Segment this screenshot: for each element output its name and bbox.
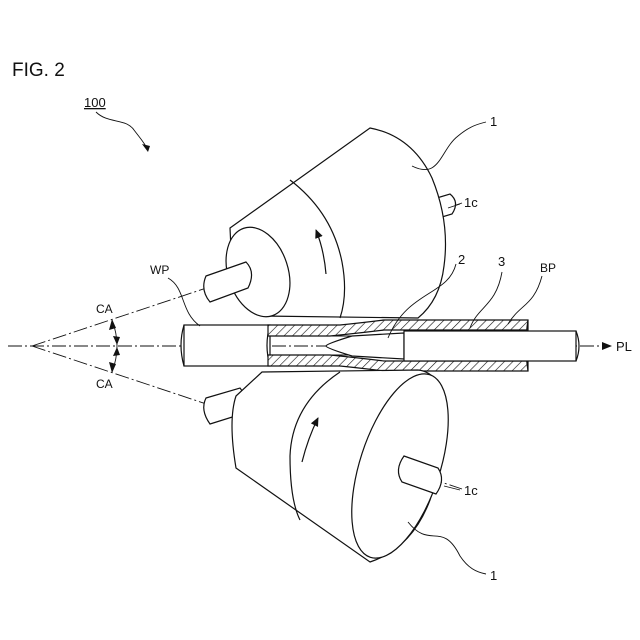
leader-wp — [168, 278, 200, 326]
leader-100 — [96, 112, 148, 150]
label-roll-bottom: 1 — [490, 568, 497, 583]
leader-bp — [508, 276, 542, 324]
label-pipe: 3 — [498, 254, 505, 269]
label-bp: BP — [540, 261, 556, 275]
pass-line-arrow — [602, 342, 612, 350]
label-plug: 2 — [458, 252, 465, 267]
angle-arrow-mid2 — [113, 347, 120, 356]
label-axis-bottom: 1c — [464, 483, 478, 498]
label-100: 100 — [84, 95, 106, 110]
angle-arrow-mid1 — [113, 336, 120, 345]
label-wp: WP — [150, 263, 169, 277]
leader-roll-bottom — [408, 522, 486, 574]
workpiece-bar — [184, 325, 270, 366]
figure-title: FIG. 2 — [12, 60, 65, 81]
leader-100-arrow — [142, 144, 150, 152]
label-roll-top: 1 — [490, 114, 497, 129]
label-pl: PL — [616, 339, 632, 354]
label-ca-top: CA — [96, 302, 113, 316]
label-ca-bottom: CA — [96, 377, 113, 391]
mandrel-bar — [404, 331, 576, 361]
label-axis-top: 1c — [464, 195, 478, 210]
